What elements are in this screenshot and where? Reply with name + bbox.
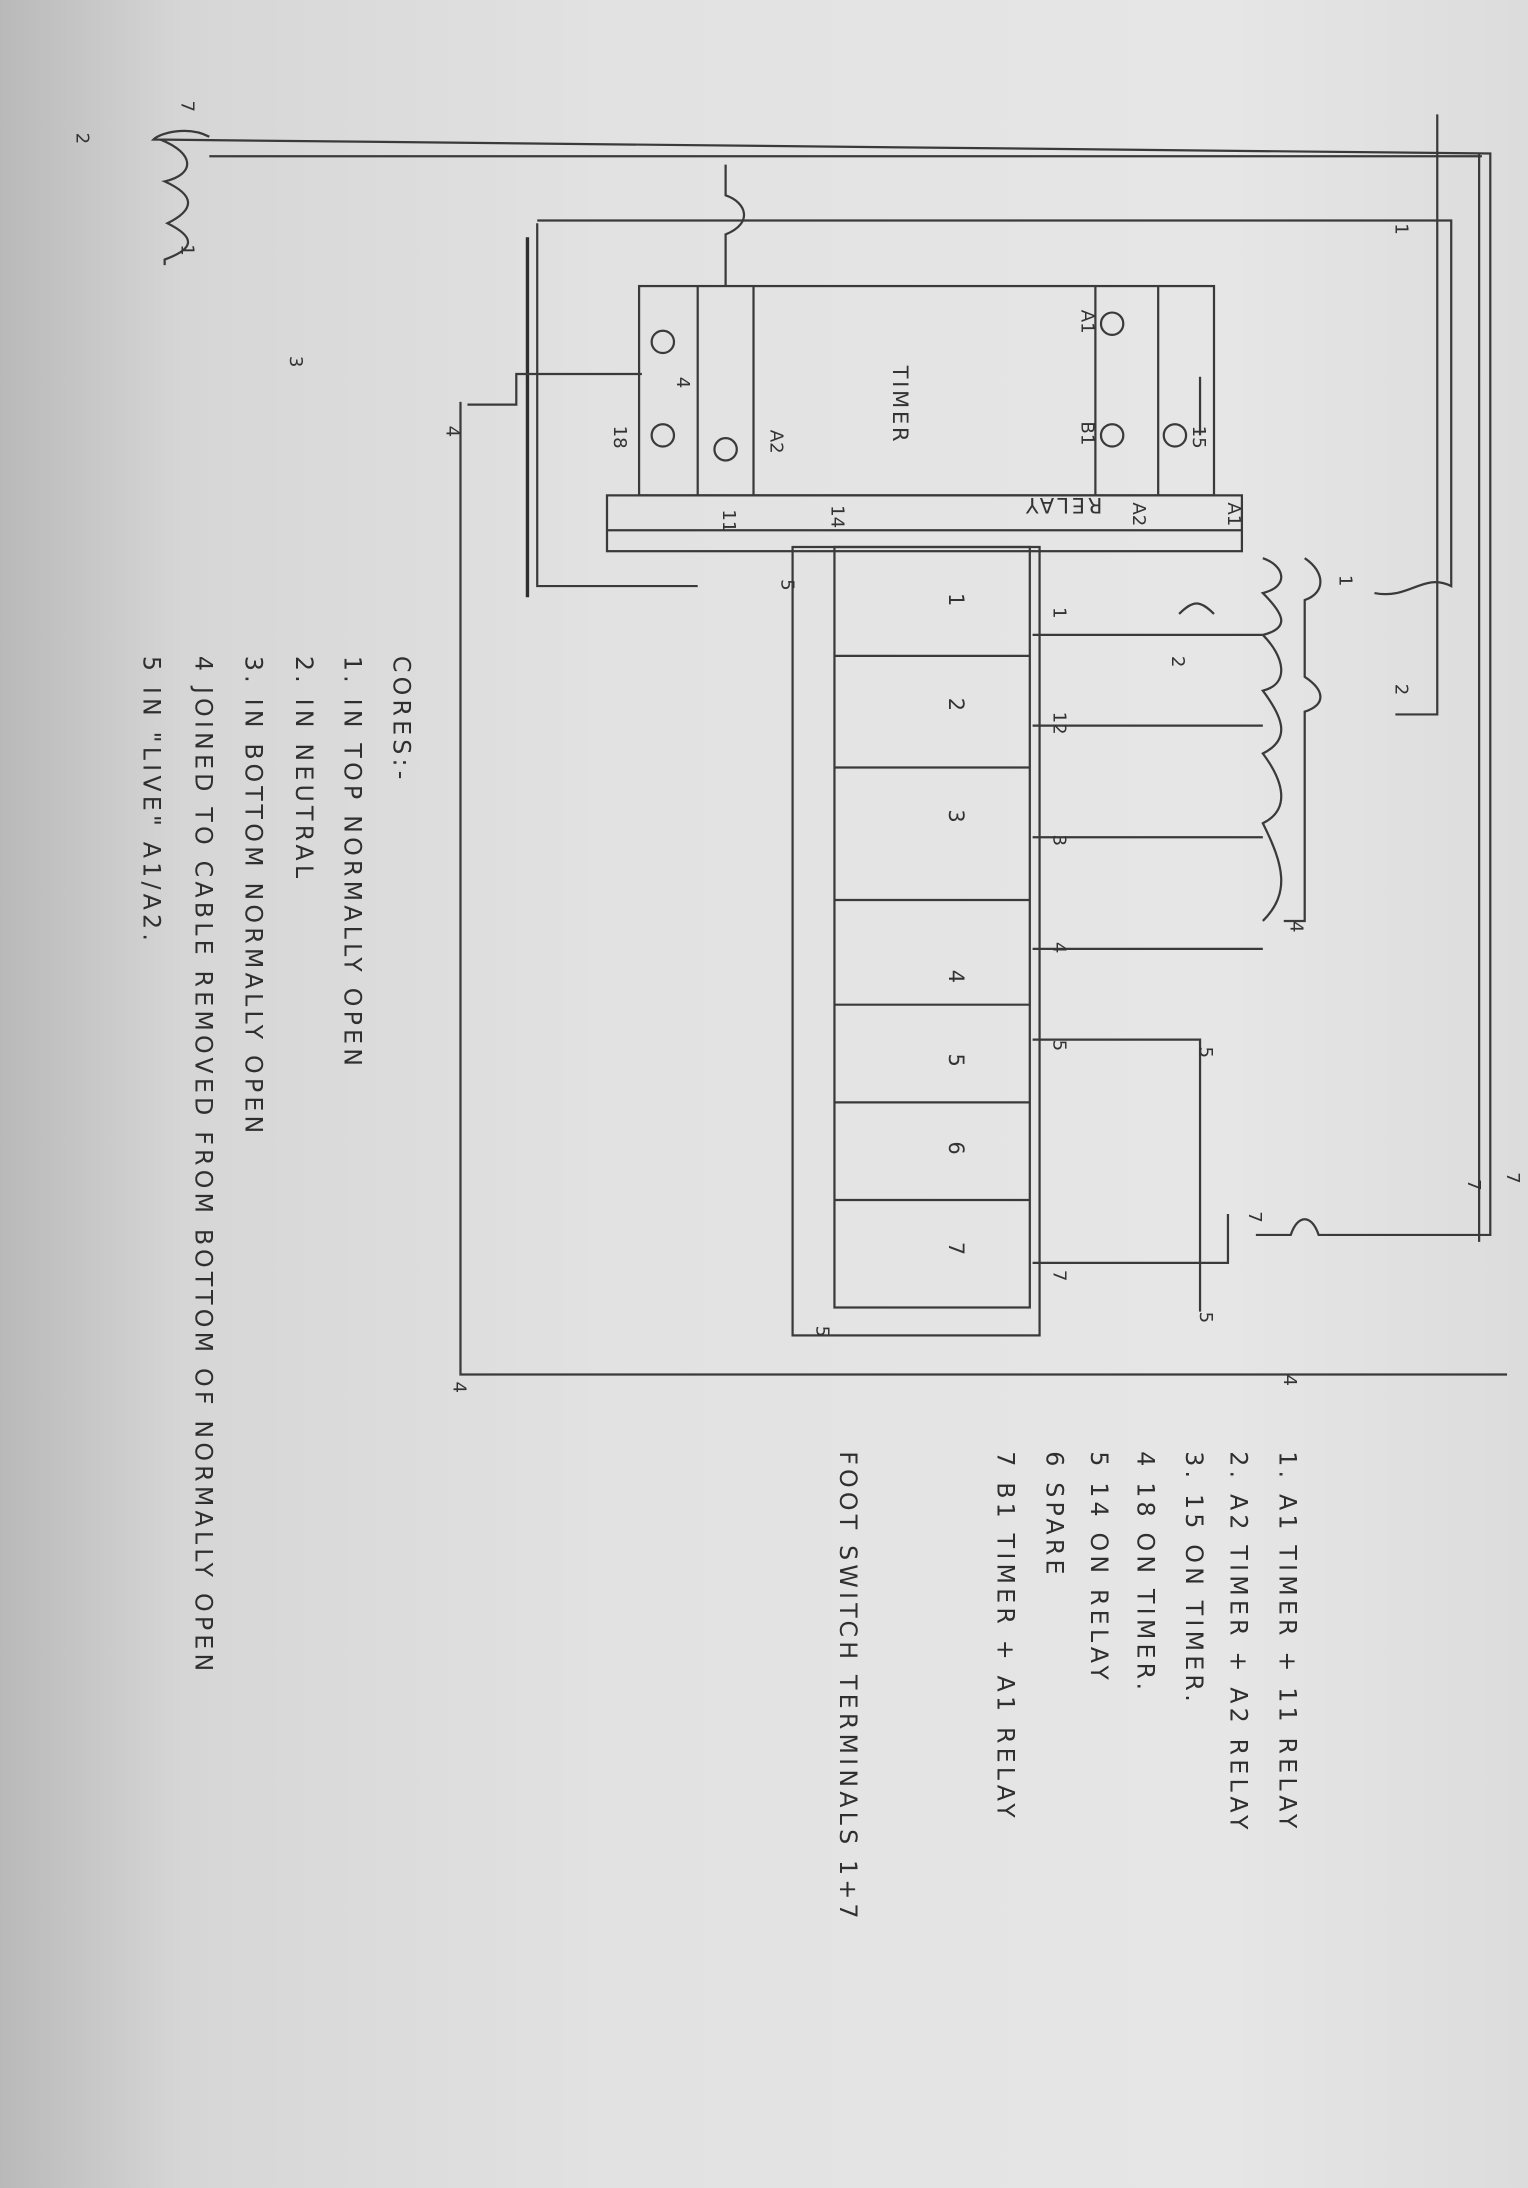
wire-label: 2 [1390, 684, 1411, 696]
wire-label: 5 [776, 579, 797, 591]
wire-label: 7 [176, 100, 197, 112]
cores-notes: CORES:- 1. IN TOP NORMALLY OPEN 2. IN NE… [138, 656, 416, 1676]
label-b1: B1 [1076, 421, 1097, 445]
terminal-5: 5 [944, 1054, 968, 1070]
note-line: 1. A1 TIMER + 11 RELAY [1274, 1451, 1302, 1832]
cores-line: 1. IN TOP NORMALLY OPEN [339, 656, 367, 1070]
relay-unit: A1 A2 RELAY 14 11 [605, 493, 1244, 553]
wire-label: 12 [1049, 712, 1070, 735]
note-line: 5 14 ON RELAY [1085, 1451, 1113, 1684]
wire-label: 4 [1049, 942, 1070, 954]
terminal-4: 4 [944, 970, 968, 986]
wire-label: 5 [811, 1326, 832, 1338]
terminal-7: 7 [944, 1242, 968, 1258]
terminal-18-icon [650, 423, 676, 448]
wire-labels: 7 2 1 1 3 7 4 5 1 2 2 1 12 3 4 5 7 4 5 5… [72, 100, 1523, 1393]
note-line: 2. A2 TIMER + A2 RELAY [1225, 1451, 1253, 1833]
note-line: FOOT SWITCH TERMINALS 1+7 [834, 1451, 862, 1922]
wire-label: 3 [285, 356, 306, 368]
terminal-a2-icon [713, 437, 738, 462]
note-line: 4 18 ON TIMER. [1131, 1451, 1159, 1694]
label-4: 4 [672, 377, 693, 389]
wire-label: 5 [1195, 1047, 1216, 1059]
wire-label: 2 [1167, 656, 1188, 668]
note-line: 7 B1 TIMER + A1 RELAY [992, 1451, 1020, 1822]
wires [150, 114, 1508, 1376]
note-line: 3. 15 ON TIMER. [1180, 1451, 1208, 1706]
wire-label: 7 [1049, 1270, 1070, 1282]
terminal-b1-icon [1099, 423, 1125, 448]
cores-line: 2. IN NEUTRAL [290, 656, 318, 882]
wire-label: 4 [1279, 1374, 1300, 1386]
wire-label: 7 [1463, 1179, 1484, 1191]
wire-label: 5 [1049, 1040, 1070, 1052]
cores-line: 4 JOINED TO CABLE REMOVED FROM BOTTOM OF… [189, 656, 217, 1676]
wire-label: 1 [1049, 607, 1070, 619]
wire-label: 5 [1195, 1312, 1216, 1324]
terminal-15-icon [1162, 423, 1188, 448]
wire-label: 7 [1244, 1211, 1265, 1223]
terminal-blank-icon [650, 329, 676, 355]
cores-title: CORES:- [388, 656, 416, 784]
timer-unit: TIMER A1 B1 A2 15 18 4 [609, 284, 1216, 497]
wire-label: 4 [1286, 921, 1307, 933]
relay-label-14: 14 [827, 505, 848, 528]
timer-label: TIMER [888, 365, 912, 445]
label-15: 15 [1188, 426, 1209, 449]
wire-label: 4 [449, 1381, 470, 1393]
wire-label: 1 [176, 244, 197, 256]
note-line: 6 SPARE [1041, 1451, 1069, 1578]
relay-label-a2: A2 [1128, 502, 1149, 526]
label-a1: A1 [1076, 310, 1097, 334]
terminal-notes: 1. A1 TIMER + 11 RELAY 2. A2 TIMER + A2 … [834, 1451, 1302, 1922]
cores-line: 5 IN "LIVE" A1/A2. [138, 656, 166, 945]
terminal-a1-icon [1099, 311, 1125, 337]
terminal-2: 2 [944, 698, 968, 714]
wire-label: 2 [72, 133, 93, 145]
terminal-1: 1 [944, 593, 968, 609]
wire-label: 7 [1502, 1172, 1523, 1184]
cores-line: 3. IN BOTTOM NORMALLY OPEN [240, 656, 268, 1138]
relay-label-a1: A1 [1223, 502, 1244, 526]
label-a2: A2 [765, 430, 786, 454]
terminal-6: 6 [944, 1141, 968, 1157]
relay-label: RELAY [1023, 493, 1102, 517]
wire-label: 4 [442, 426, 463, 438]
wire-label: 3 [1049, 834, 1070, 846]
terminal-block: 1 2 3 4 5 6 7 [791, 545, 1263, 1337]
terminal-3: 3 [944, 809, 968, 825]
wire-label: 1 [1335, 575, 1356, 587]
wire-label: 1 [1390, 223, 1411, 235]
relay-label-11: 11 [718, 509, 739, 532]
label-18: 18 [609, 426, 630, 449]
